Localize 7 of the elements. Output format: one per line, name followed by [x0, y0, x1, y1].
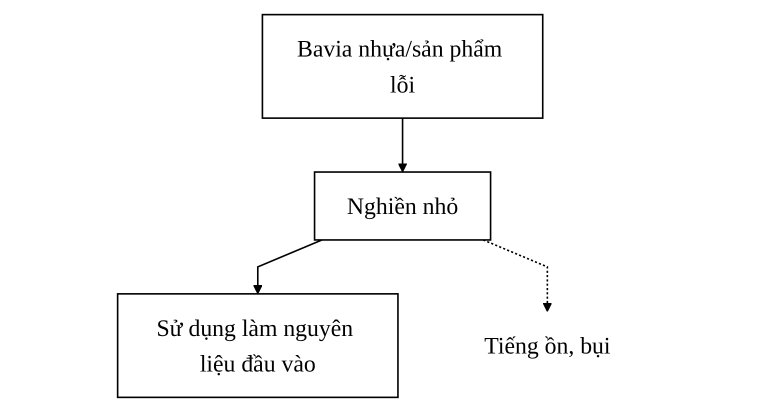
arrow	[482, 239, 552, 312]
node-box: Sử dụng làm nguyên liệu đầu vào	[116, 293, 398, 398]
arrow	[252, 239, 322, 294]
node-box: Nghiền nhỏ	[314, 171, 492, 241]
node-box: Bavia nhựa/sản phẩm lỗi	[261, 14, 544, 119]
arrow	[398, 118, 408, 172]
node-text: Tiếng ồn, bụi	[484, 332, 610, 360]
